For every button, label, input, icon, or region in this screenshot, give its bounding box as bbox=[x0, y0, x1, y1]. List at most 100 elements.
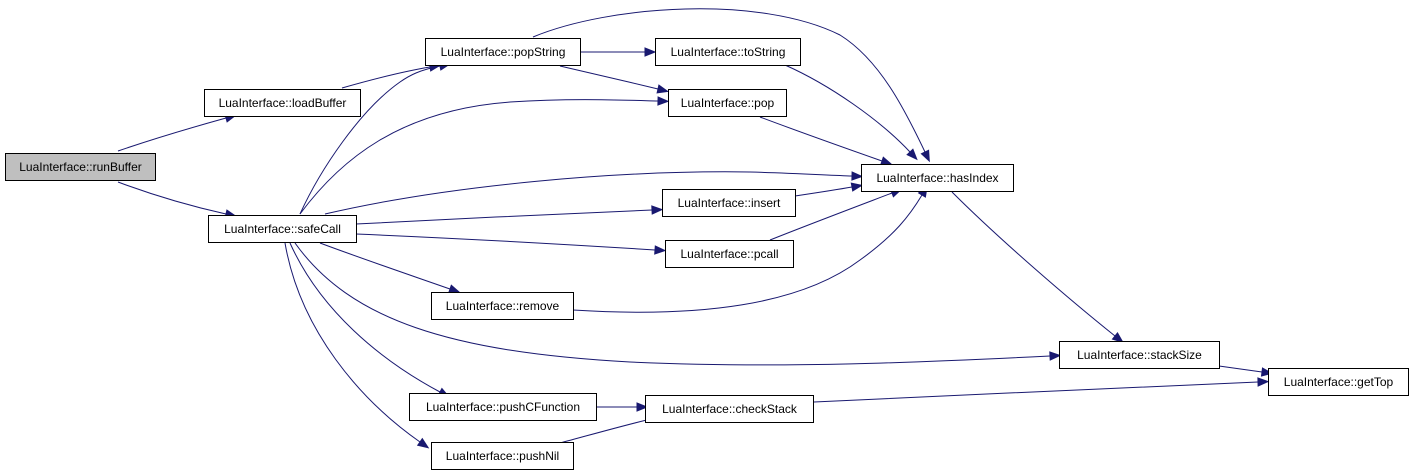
node-box bbox=[431, 442, 574, 470]
arrowhead-icon bbox=[447, 284, 461, 294]
node-remove[interactable]: LuaInterface::remove bbox=[431, 292, 574, 320]
edge-line bbox=[813, 381, 1259, 403]
arrowhead-icon bbox=[1111, 332, 1124, 344]
node-label: LuaInterface::insert bbox=[678, 196, 781, 210]
node-label: LuaInterface::pop bbox=[681, 96, 775, 110]
arrowhead-icon bbox=[416, 437, 430, 449]
edge-line bbox=[341, 66, 431, 89]
edge-line bbox=[294, 242, 1051, 366]
edge-safeCall-to-pcall bbox=[355, 233, 667, 255]
node-pcall[interactable]: LuaInterface::pcall bbox=[665, 240, 794, 268]
arrowhead-icon bbox=[879, 156, 893, 166]
node-toString[interactable]: LuaInterface::toString bbox=[655, 38, 801, 66]
node-label: LuaInterface::loadBuffer bbox=[219, 96, 347, 110]
edge-popString-to-pop bbox=[559, 65, 670, 94]
node-label: LuaInterface::toString bbox=[671, 45, 786, 59]
node-label: LuaInterface::runBuffer bbox=[19, 160, 142, 174]
node-pop[interactable]: LuaInterface::pop bbox=[668, 89, 787, 117]
edge-line bbox=[769, 192, 893, 241]
node-box bbox=[655, 38, 801, 66]
node-safeCall[interactable]: LuaInterface::safeCall bbox=[208, 215, 357, 243]
node-hasIndex[interactable]: LuaInterface::hasIndex bbox=[861, 164, 1014, 192]
edge-line bbox=[759, 116, 883, 162]
edge-safeCall-to-pushNil bbox=[284, 242, 430, 449]
edge-runBuffer-to-loadBuffer bbox=[117, 113, 237, 152]
edge-line bbox=[559, 65, 659, 90]
edge-line bbox=[559, 417, 656, 444]
node-box bbox=[208, 215, 357, 243]
node-label: LuaInterface::remove bbox=[446, 299, 560, 313]
arrowhead-icon bbox=[850, 182, 864, 192]
edge-safeCall-to-remove bbox=[319, 242, 461, 294]
node-label: LuaInterface::safeCall bbox=[224, 222, 341, 236]
node-box bbox=[204, 89, 361, 117]
edge-line bbox=[319, 242, 451, 290]
arrowhead-icon bbox=[906, 148, 918, 161]
node-label: LuaInterface::pushNil bbox=[446, 449, 559, 463]
node-loadBuffer[interactable]: LuaInterface::loadBuffer bbox=[204, 89, 361, 117]
edge-safeCall-to-pop bbox=[299, 96, 670, 215]
edge-safeCall-to-hasIndex bbox=[324, 171, 864, 215]
node-pushCFunction[interactable]: LuaInterface::pushCFunction bbox=[409, 393, 597, 421]
arrowhead-icon bbox=[920, 149, 930, 163]
node-box bbox=[861, 164, 1014, 192]
arrowhead-icon bbox=[636, 402, 649, 412]
arrowhead-icon bbox=[1257, 377, 1270, 387]
edge-insert-to-hasIndex bbox=[794, 182, 864, 197]
edge-line bbox=[289, 242, 441, 393]
edge-checkStack-to-getTop bbox=[813, 377, 1270, 403]
edge-line bbox=[355, 209, 653, 225]
node-checkStack[interactable]: LuaInterface::checkStack bbox=[645, 395, 814, 423]
node-label: LuaInterface::stackSize bbox=[1077, 348, 1202, 362]
node-box bbox=[5, 153, 156, 181]
node-label: LuaInterface::pcall bbox=[680, 247, 778, 261]
node-runBuffer[interactable]: LuaInterface::runBuffer bbox=[5, 153, 156, 181]
edge-line bbox=[355, 233, 656, 251]
edge-line bbox=[572, 194, 923, 313]
arrowhead-icon bbox=[1049, 351, 1062, 361]
node-stackSize[interactable]: LuaInterface::stackSize bbox=[1059, 341, 1220, 369]
edge-line bbox=[284, 242, 421, 443]
edge-safeCall-to-popString bbox=[299, 61, 452, 215]
arrowhead-icon bbox=[1260, 367, 1274, 377]
nodes-layer: LuaInterface::runBuffer LuaInterface::loa… bbox=[5, 38, 1409, 470]
edge-toString-to-hasIndex bbox=[784, 64, 918, 161]
edge-pop-to-hasIndex bbox=[759, 116, 893, 166]
edge-stackSize-to-getTop bbox=[1218, 365, 1274, 377]
edge-safeCall-to-stackSize bbox=[294, 242, 1062, 366]
edge-line bbox=[784, 64, 911, 153]
arrowhead-icon bbox=[654, 245, 667, 255]
node-box bbox=[431, 292, 574, 320]
edge-pushCFunction-to-checkStack bbox=[596, 402, 649, 412]
node-box bbox=[1059, 341, 1220, 369]
edge-line bbox=[1218, 365, 1263, 373]
node-box bbox=[1268, 368, 1409, 396]
node-box bbox=[425, 38, 581, 66]
node-label: LuaInterface::getTop bbox=[1284, 375, 1394, 389]
node-box bbox=[665, 240, 794, 268]
edge-hasIndex-to-stackSize bbox=[951, 191, 1124, 344]
edge-runBuffer-to-safeCall bbox=[117, 181, 238, 219]
arrowhead-icon bbox=[851, 171, 864, 181]
edge-line bbox=[117, 117, 227, 152]
edge-line bbox=[117, 181, 227, 215]
edge-line bbox=[532, 8, 926, 153]
edge-line bbox=[951, 191, 1116, 337]
edge-line bbox=[299, 65, 441, 215]
node-pushNil[interactable]: LuaInterface::pushNil bbox=[431, 442, 574, 470]
node-insert[interactable]: LuaInterface::insert bbox=[662, 189, 796, 217]
edge-safeCall-to-insert bbox=[355, 205, 664, 225]
node-getTop[interactable]: LuaInterface::getTop bbox=[1268, 368, 1409, 396]
arrowhead-icon bbox=[644, 47, 657, 57]
node-box bbox=[662, 189, 796, 217]
node-popString[interactable]: LuaInterface::popString bbox=[425, 38, 581, 66]
node-label: LuaInterface::popString bbox=[441, 45, 566, 59]
edge-popString-to-hasIndex bbox=[532, 8, 930, 163]
node-label: LuaInterface::hasIndex bbox=[876, 171, 998, 185]
edge-line bbox=[794, 186, 853, 197]
node-box bbox=[645, 395, 814, 423]
arrowhead-icon bbox=[651, 205, 664, 215]
node-label: LuaInterface::checkStack bbox=[662, 402, 798, 416]
arrowhead-icon bbox=[657, 96, 670, 106]
node-label: LuaInterface::pushCFunction bbox=[426, 400, 580, 414]
